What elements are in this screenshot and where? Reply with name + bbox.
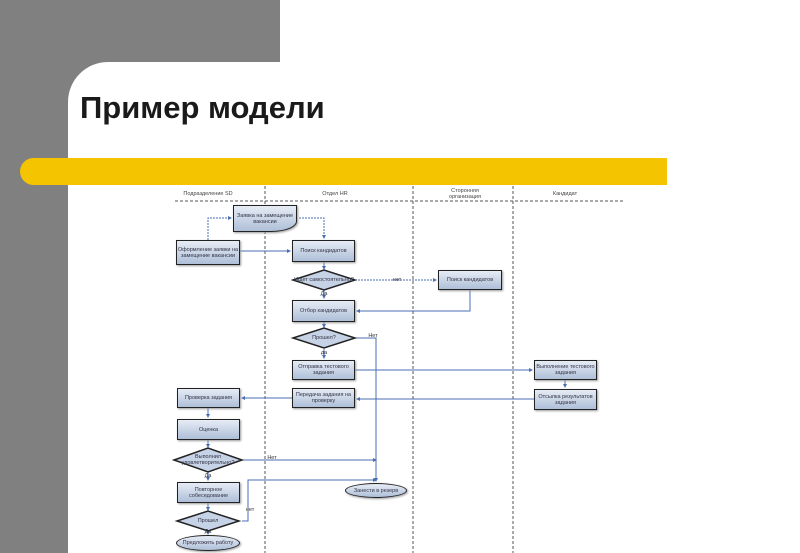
accent-stripe [20,158,667,185]
label-no: нет [245,507,255,513]
label-yes: Да [320,291,328,297]
decision-satisfactory [171,447,245,473]
lane-header-external: Сторонняя организация [449,188,481,200]
lane-header-sd: Подразделение SD [183,191,233,197]
background-block [0,0,280,62]
interview-step: Повторное собеседование [177,482,240,503]
label-no: Нет [368,333,378,339]
send-test-step: Отправка тестового задания [292,360,355,380]
background-corner [68,62,108,102]
label-yes: да [320,350,328,356]
search-self-decision: Ищет самостоятельно? [294,277,354,283]
evaluate-step: Оценка [177,419,240,440]
offer-job-terminal: Предложить работу [176,535,240,551]
label-no: Нет [267,455,277,461]
lane-header-candidate: Кандидат [552,191,578,197]
search-candidates-hr-step: Поиск кандидатов [292,240,355,262]
label-yes: Да [204,473,212,479]
decision-passed-1 [290,327,358,349]
passed-decision-2: Прошел [197,518,219,524]
passed-decision-1: Прошел? [312,335,336,341]
background-band [0,62,68,553]
check-task-step: Проверка задания [177,388,240,408]
satisfactory-decision: Выполнил удовлетворительно? [181,454,235,466]
search-candidates-external-step: Поиск кандидатов [438,270,502,290]
decision-passed-2 [174,510,242,532]
select-candidates-step: Отбор кандидатов [292,300,355,322]
do-test-step: Выполнение тестового задания [534,360,597,380]
forward-check-step: Передача задания на проверку [292,388,355,408]
request-document: Заявка на замещение вакансии [233,205,297,232]
send-results-step: Отсылка результатов задания [534,389,597,410]
form-request-step: Оформление заявки на замещение вакансии [176,240,240,265]
reserve-terminal: Занести в резерв [345,483,407,498]
label-no: нет [392,277,402,283]
decision-search-self [290,269,358,291]
label-yes: Да [204,529,212,535]
slide-title: Пример модели [80,90,325,125]
lane-header-hr: Отдел HR [322,191,348,197]
